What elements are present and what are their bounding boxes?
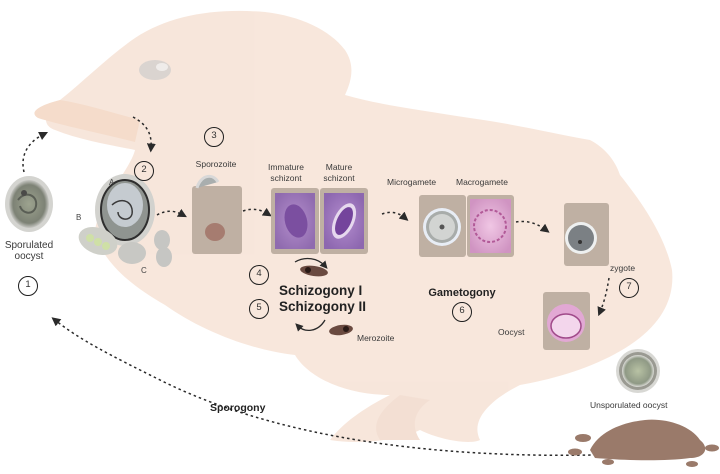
label-sporulated-line1: Sporulated	[4, 240, 54, 251]
label-unsporulated-oocyst: Unsporulated oocyst	[590, 400, 668, 410]
arrow-beak-to-gut	[132, 116, 156, 153]
merozoite-shapes	[300, 265, 353, 336]
label-mature-line1: Mature	[325, 162, 353, 172]
gamete-cells	[419, 195, 514, 257]
label-sporulated-line2: oocyst	[14, 251, 44, 262]
sporulated-oocyst-image	[5, 176, 53, 232]
label-sporulated-oocyst: Sporulated oocyst	[0, 240, 58, 262]
label-zygote: zygote	[610, 263, 636, 273]
arrow-oocyst-to-beak	[22, 131, 49, 173]
zygote-cell	[564, 203, 609, 266]
step-4-badge: 4	[249, 265, 269, 285]
label-immature-schizont: Immature schizont	[258, 162, 314, 184]
step-1-badge: 1	[18, 276, 38, 296]
arrow-sporogony	[51, 317, 696, 456]
label-mature-line2: schizont	[323, 173, 355, 183]
label-microgamete: Microgamete	[387, 177, 437, 187]
schizogony-loop-arrows	[294, 257, 328, 332]
step-2-badge: 2	[134, 161, 154, 181]
label-sub-c: C	[141, 266, 147, 275]
arrow-to-oocyst	[597, 277, 610, 317]
step-6-badge: 6	[452, 302, 472, 322]
oocyst-cell	[543, 292, 590, 350]
label-oocyst: Oocyst	[498, 327, 525, 337]
arrow-to-zygote	[515, 220, 550, 233]
label-schizogony-2: Schizogony II	[279, 299, 367, 314]
step-7-badge: 7	[619, 278, 639, 298]
arrow-to-microgamete	[381, 211, 409, 221]
schizont-cells	[271, 188, 368, 254]
label-sporozoite: Sporozoite	[195, 159, 237, 169]
label-mature-schizont: Mature schizont	[312, 162, 366, 184]
label-schizogony-1: Schizogony I	[279, 283, 363, 298]
label-sporogony: Sporogony	[210, 402, 266, 414]
label-immature-line2: schizont	[270, 173, 302, 183]
label-immature-line1: Immature	[268, 162, 304, 172]
feces-pile	[568, 419, 719, 467]
label-macrogamete: Macrogamete	[456, 177, 508, 187]
step-3-badge: 3	[204, 127, 224, 147]
unsporulated-oocyst-image	[616, 349, 660, 393]
step-5-badge: 5	[249, 299, 269, 319]
arrow-to-schizont	[242, 207, 272, 217]
label-sub-a: A	[109, 178, 115, 187]
cycle-arrows	[22, 116, 696, 456]
label-gametogony: Gametogony	[428, 287, 496, 299]
label-merozoite: Merozoite	[357, 333, 395, 343]
excystation-image	[78, 174, 172, 267]
arrow-to-sporozoite	[156, 208, 187, 218]
sporozoite-cell	[192, 174, 242, 254]
label-sub-b: B	[76, 213, 82, 222]
